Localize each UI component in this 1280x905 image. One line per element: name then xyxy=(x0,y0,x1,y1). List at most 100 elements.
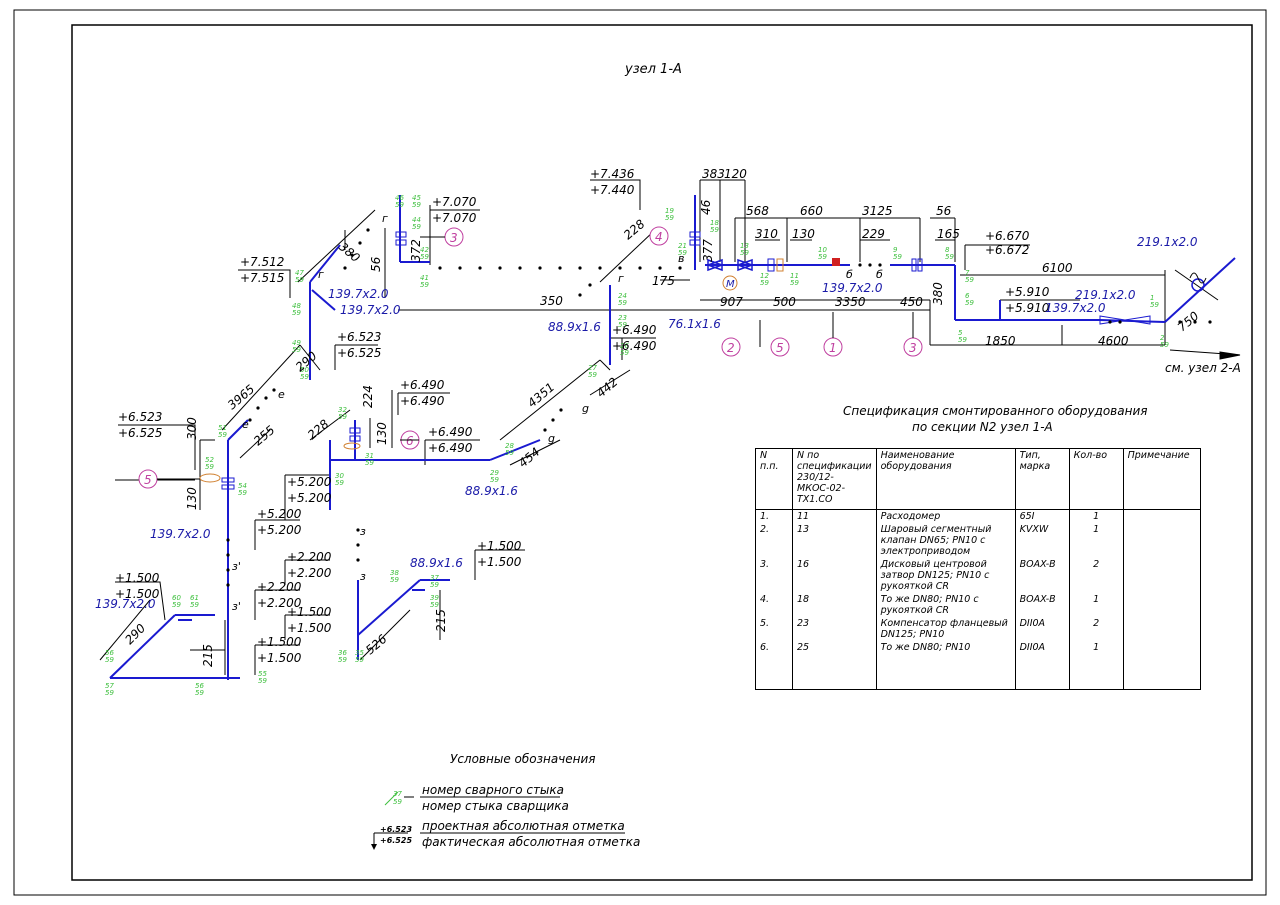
svg-text:59: 59 xyxy=(420,281,429,289)
svg-text:3: 3 xyxy=(450,231,458,245)
spec-col-no: N п.п. xyxy=(756,449,793,510)
svg-text:59: 59 xyxy=(618,299,627,307)
svg-text:59: 59 xyxy=(965,299,974,307)
svg-text:52: 52 xyxy=(205,456,214,464)
svg-text:59: 59 xyxy=(395,201,404,209)
svg-text:59: 59 xyxy=(965,276,974,284)
svg-text:26: 26 xyxy=(620,342,629,350)
svg-text:59: 59 xyxy=(355,656,364,664)
svg-text:5: 5 xyxy=(144,473,152,487)
svg-text:56: 56 xyxy=(936,204,952,218)
svg-text:59: 59 xyxy=(300,373,309,381)
svg-text:59: 59 xyxy=(105,689,114,697)
svg-text:г: г xyxy=(618,272,624,285)
legend-elev-bottom: фактическая абсолютная отметка xyxy=(422,835,640,849)
svg-text:59: 59 xyxy=(420,253,429,261)
svg-text:219.1x2.0: 219.1x2.0 xyxy=(1137,235,1198,249)
svg-text:139.7x2.0: 139.7x2.0 xyxy=(822,281,883,295)
svg-text:59: 59 xyxy=(365,459,374,467)
svg-text:59: 59 xyxy=(945,253,954,261)
svg-text:13: 13 xyxy=(740,242,749,250)
svg-text:+6.490: +6.490 xyxy=(428,441,473,455)
svg-text:59: 59 xyxy=(740,249,749,257)
spec-col-name: Наименование оборудования xyxy=(875,449,1016,510)
legend-weld-top: номер сварного стыка xyxy=(422,783,564,797)
svg-text:175: 175 xyxy=(652,274,675,288)
svg-text:+1.500: +1.500 xyxy=(287,605,332,619)
svg-text:55: 55 xyxy=(258,670,267,678)
svg-text:45: 45 xyxy=(412,194,421,202)
svg-text:139.7x2.0: 139.7x2.0 xyxy=(328,287,389,301)
elevation-labels: +7.436+7.440 +7.070+7.070 +7.512+7.515 +… xyxy=(115,167,1050,665)
svg-text:35: 35 xyxy=(355,649,364,657)
spec-table-header: N п.п. N по спецификации 230/12-МКОС-02-… xyxy=(756,449,1200,510)
spec-col-note: Примечание xyxy=(1122,449,1200,510)
svg-text:е: е xyxy=(242,418,249,431)
svg-text:6: 6 xyxy=(406,434,414,448)
svg-text:г: г xyxy=(382,212,388,225)
svg-text:+6.672: +6.672 xyxy=(985,243,1029,257)
svg-text:+6.490: +6.490 xyxy=(400,378,445,392)
svg-text:59: 59 xyxy=(295,276,304,284)
svg-text:б: б xyxy=(876,268,883,281)
svg-text:+7.070: +7.070 xyxy=(432,195,477,209)
svg-text:+7.436: +7.436 xyxy=(590,167,635,181)
pipe-size-labels: 219.1x2.0 219.1x2.0 139.7x2.0 139.7x2.0 … xyxy=(95,235,1198,611)
svg-text:59: 59 xyxy=(190,601,199,609)
spec-col-qty: Кол-во xyxy=(1068,449,1124,510)
svg-text:+5.200: +5.200 xyxy=(287,491,332,505)
svg-text:44: 44 xyxy=(412,216,421,224)
svg-text:48: 48 xyxy=(292,302,301,310)
legend-weld-bottom: номер стыка сварщика xyxy=(422,799,569,813)
svg-text:229: 229 xyxy=(862,227,885,241)
svg-text:59: 59 xyxy=(258,677,267,685)
svg-text:36: 36 xyxy=(338,649,347,657)
svg-text:500: 500 xyxy=(773,295,796,309)
svg-text:59: 59 xyxy=(678,249,687,257)
svg-text:4: 4 xyxy=(655,230,663,244)
svg-text:139.7x2.0: 139.7x2.0 xyxy=(95,597,156,611)
svg-text:4600: 4600 xyxy=(1098,334,1129,348)
svg-text:59: 59 xyxy=(1160,341,1169,349)
svg-text:46: 46 xyxy=(395,194,404,202)
svg-text:+6.490: +6.490 xyxy=(400,394,445,408)
svg-text:130: 130 xyxy=(792,227,815,241)
svg-text:59: 59 xyxy=(292,309,301,317)
svg-text:88.9x1.6: 88.9x1.6 xyxy=(465,484,518,498)
svg-text:56: 56 xyxy=(195,682,204,690)
svg-text:59: 59 xyxy=(412,223,421,231)
svg-text:28: 28 xyxy=(505,442,514,450)
svg-text:+2.200: +2.200 xyxy=(287,566,332,580)
svg-text:47: 47 xyxy=(295,269,304,277)
svg-text:59: 59 xyxy=(665,214,674,222)
svg-text:88.9x1.6: 88.9x1.6 xyxy=(410,556,463,570)
drawing-title: узел 1-А xyxy=(624,62,682,77)
svg-text:59: 59 xyxy=(588,371,597,379)
svg-text:+6.525: +6.525 xyxy=(337,346,381,360)
svg-text:59: 59 xyxy=(1150,301,1159,309)
svg-text:+5.200: +5.200 xyxy=(257,523,302,537)
svg-text:49: 49 xyxy=(292,339,301,347)
svg-text:41: 41 xyxy=(420,274,429,282)
svg-text:59: 59 xyxy=(238,489,247,497)
svg-text:+5.910: +5.910 xyxy=(1005,285,1050,299)
svg-text:+1.500: +1.500 xyxy=(257,635,302,649)
svg-text:+1.500: +1.500 xyxy=(287,621,332,635)
svg-text:1850: 1850 xyxy=(985,334,1016,348)
spec-col-type: Тип, марка xyxy=(1014,449,1070,510)
svg-text:39: 39 xyxy=(430,594,439,602)
svg-text:+6.490: +6.490 xyxy=(612,339,657,353)
svg-text:60: 60 xyxy=(172,594,181,602)
svg-text:660: 660 xyxy=(800,204,823,218)
svg-text:907: 907 xyxy=(720,295,743,309)
svg-text:5: 5 xyxy=(958,329,963,337)
svg-text:+1.500: +1.500 xyxy=(115,571,160,585)
svg-text:130: 130 xyxy=(185,487,199,510)
svg-text:383: 383 xyxy=(702,167,725,181)
reference-note: см. узел 2-А xyxy=(1165,361,1241,375)
svg-text:120: 120 xyxy=(724,167,747,181)
